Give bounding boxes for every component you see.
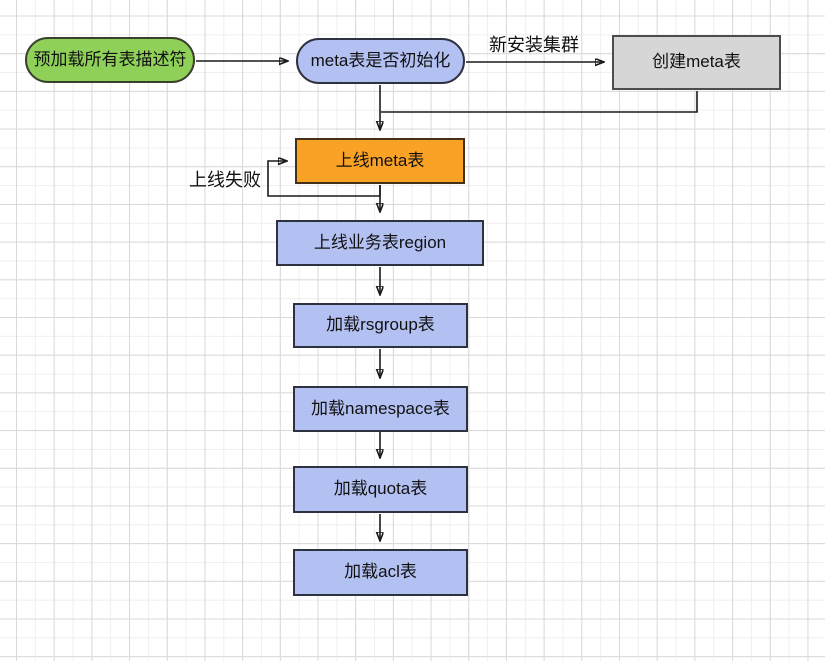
node-load-namespace-table: 加载namespace表 xyxy=(293,386,468,432)
node-preload-table-descriptors: 预加载所有表描述符 xyxy=(25,37,195,83)
node-meta-initialized-decision: meta表是否初始化 xyxy=(296,38,465,84)
edge-label-new-install-cluster: 新安装集群 xyxy=(489,35,579,55)
node-online-meta-table: 上线meta表 xyxy=(295,138,465,184)
edge-create-meta-return xyxy=(381,91,698,113)
node-load-rsgroup-table: 加载rsgroup表 xyxy=(293,303,468,348)
node-load-acl-table: 加载acl表 xyxy=(293,549,468,596)
node-create-meta-table: 创建meta表 xyxy=(612,35,781,90)
node-load-quota-table: 加载quota表 xyxy=(293,466,468,513)
edge-label-online-failure: 上线失败 xyxy=(189,170,261,190)
node-online-region-table: 上线业务表region xyxy=(276,220,484,266)
